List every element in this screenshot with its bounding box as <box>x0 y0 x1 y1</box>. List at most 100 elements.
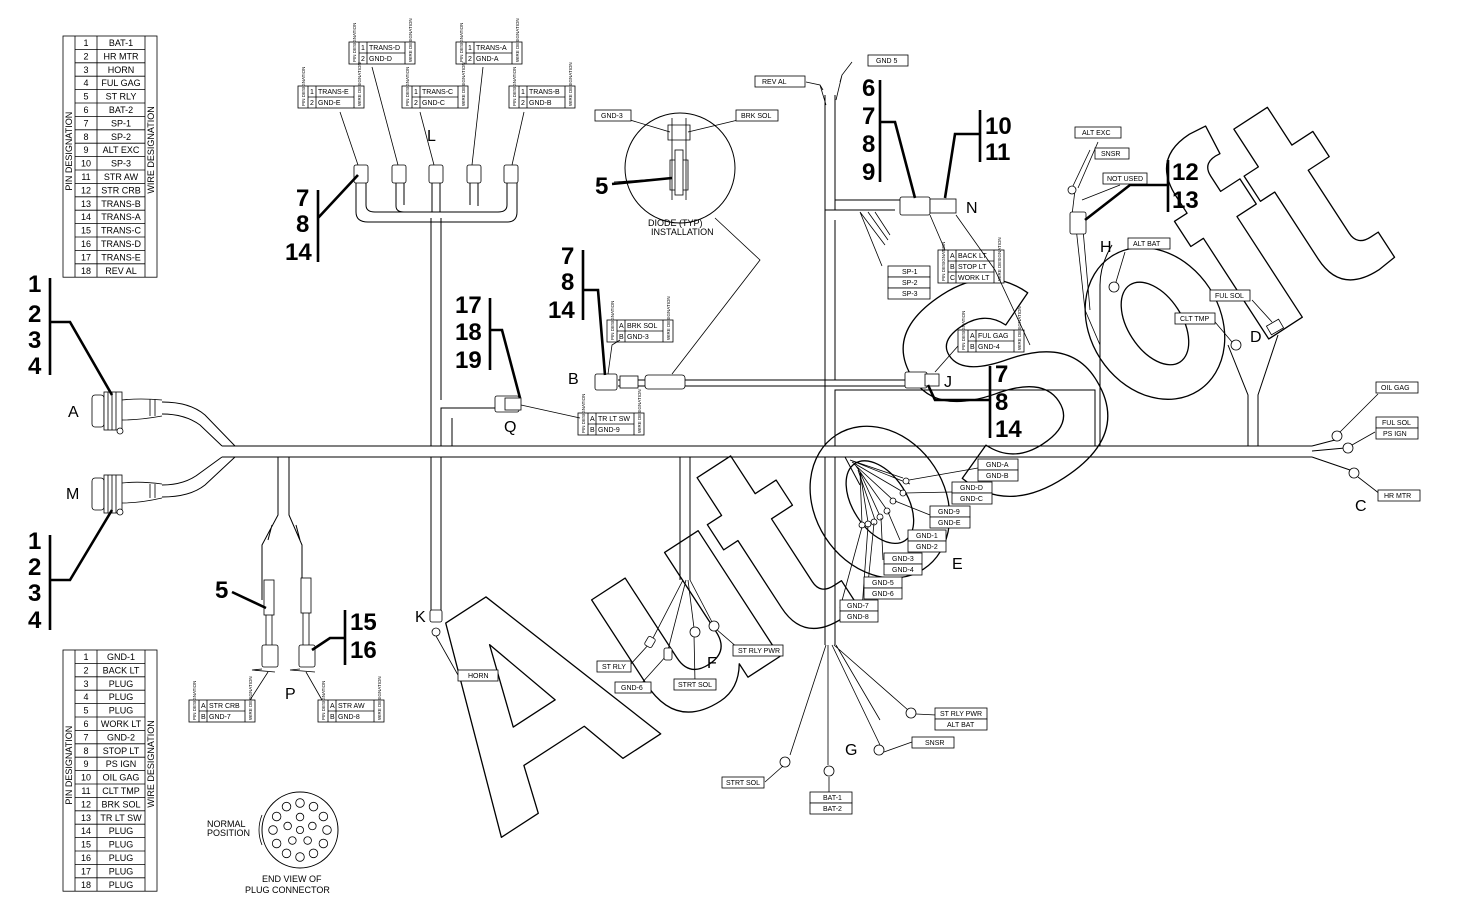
pin-table-top-wire-header: WIRE DESIGNATION <box>146 106 156 193</box>
connector-g-leads <box>789 644 909 765</box>
diode-caption-line1: DIODE (TYP) <box>648 218 703 228</box>
plug-pin-outer <box>271 838 282 849</box>
wire-label-strt-sol-g: STRT SOL <box>726 780 760 787</box>
wire-label-ful-sol-c: FUL SOL <box>1382 420 1411 427</box>
wire-label-e-gnd-d: GND-D <box>960 485 983 492</box>
callout-q-19: 19 <box>455 347 482 374</box>
wire-label-strt-sol-f: STRT SOL <box>678 682 712 689</box>
bat-2-tag <box>809 802 853 815</box>
callout-bracket-n-10 <box>943 110 982 199</box>
st-rly-tag <box>596 660 632 673</box>
connector-a-screw <box>116 427 124 435</box>
connector-n-body <box>899 196 931 216</box>
wire-label-e-gnd-c: GND-C <box>960 496 983 503</box>
mini-table-trans-d-pin-1: 1 <box>361 45 365 52</box>
plug-pin-outer <box>295 852 305 862</box>
mini-table-trans-a-pin-1: 1 <box>468 45 472 52</box>
mini-table-p-right-wire-2: GND-8 <box>338 714 360 721</box>
mini-table-trans-d-pin-2: 2 <box>361 56 365 63</box>
connector-k-body <box>429 609 443 623</box>
plug-pin-outer <box>318 811 329 822</box>
plug-end-view-outer <box>261 791 339 869</box>
mini-table-p-left-wire-label: WIRE DESIGNATION <box>248 676 253 720</box>
pin-table-top-wire-15: TRANS-C <box>101 226 141 236</box>
pin-table-top-pin-2: 2 <box>83 51 88 61</box>
mini-table-trans-c-pin-label: PIN DESIGNATION <box>405 67 410 106</box>
mini-table-trans-c-pin-2: 2 <box>414 100 418 107</box>
trunk-g <box>824 457 836 645</box>
harness-trunks <box>161 95 1351 645</box>
pin-table-bottom-wire-11: CLT TMP <box>102 786 140 796</box>
pin-table-bottom-pin-4: 4 <box>83 692 88 702</box>
watermark-letter-o2-inner <box>1120 281 1190 366</box>
connector-b-diode <box>644 374 686 390</box>
rev-al-leads <box>805 61 853 106</box>
mini-table-q-wire-label: WIRE DESIGNATION <box>637 389 642 433</box>
pin-table-top-wire-3: HORN <box>108 65 135 75</box>
alt-bat-g-tag <box>934 718 988 731</box>
connector-d-ful-sol <box>1265 318 1285 336</box>
connector-letter-h: H <box>1100 239 1112 256</box>
plug-pin-inner <box>308 821 317 831</box>
pin-table-top-pin-5: 5 <box>83 92 88 102</box>
pin-table-bottom-pin-13: 13 <box>81 813 91 823</box>
brk-sol-diode-tag <box>735 109 779 122</box>
pin-table-bottom-wire-2: BACK LT <box>103 665 140 675</box>
connector-m <box>91 474 163 516</box>
pin-table-bottom-pin-12: 12 <box>81 799 91 809</box>
callout-p-5: 5 <box>215 577 228 604</box>
connector-m-body <box>91 477 105 511</box>
pin-table-bottom-pin-9: 9 <box>83 759 88 769</box>
pin-table-bottom-wire-3: PLUG <box>109 679 134 689</box>
e-gnd-8-tag <box>839 610 879 623</box>
connector-letter-j: J <box>944 374 952 391</box>
watermark-letter-f <box>1165 125 1303 340</box>
connector-m-ribs <box>107 475 163 513</box>
pin-table-top-pin-1: 1 <box>83 38 88 48</box>
strt-sol-g-tag <box>721 776 765 789</box>
callout-bracket-m <box>48 509 114 630</box>
pin-table-bottom-wire-12: BRK SOL <box>101 799 140 809</box>
connector-letter-l: L <box>427 128 436 145</box>
f-st-rly-terminal <box>644 636 656 648</box>
connector-n-leader <box>929 214 1031 346</box>
callout-m-3: 3 <box>28 580 41 607</box>
pin-table-top-wire-11: STR AW <box>104 172 139 182</box>
callout-bracket-j <box>926 366 992 438</box>
p-right-sleeve <box>300 577 312 614</box>
normal-position-line1: NORMAL <box>207 819 246 829</box>
connector-a <box>91 391 163 435</box>
wire-label-st-rly-pwr-f: ST RLY PWR <box>738 648 780 655</box>
mini-table-p-right-pin-1: A <box>330 703 335 710</box>
callout-p-15: 15 <box>350 609 377 636</box>
mini-table-trans-a-wire-2: GND-A <box>476 56 499 63</box>
callout-bracket-p <box>311 610 347 665</box>
connector-e <box>839 459 979 611</box>
connector-h-ring <box>1108 281 1120 293</box>
connector-g-leaders <box>764 713 937 792</box>
mini-table-j-wire-label: WIRE DESIGNATION <box>1017 306 1022 350</box>
plug-pin-inner <box>288 836 297 845</box>
pin-table-bottom-wire-8: STOP LT <box>103 746 140 756</box>
pin-table-top-pin-header: PIN DESIGNATION <box>64 112 74 191</box>
pin-table-bottom-wire-10: OIL GAG <box>103 773 140 783</box>
trunk-left-cap <box>222 445 245 458</box>
wire-label-clt-tmp: CLT TMP <box>1180 316 1210 323</box>
connector-f-leads <box>629 579 739 686</box>
callout-m-4: 4 <box>28 607 42 634</box>
connector-n-plug <box>929 198 957 214</box>
main-trunk <box>245 445 1312 458</box>
callout-diode-5-leader <box>611 176 673 186</box>
mini-table-trans-d-wire-2: GND-D <box>369 56 392 63</box>
watermark-letter-a <box>445 596 662 838</box>
alt-exc-tag <box>1074 126 1122 139</box>
connector-h <box>1067 141 1126 346</box>
mini-table-trans-b-pin-2: 2 <box>521 100 525 107</box>
watermark-letter-o <box>809 425 951 579</box>
connector-p <box>249 577 323 701</box>
wire-label-e-gnd-e: GND-E <box>938 520 961 527</box>
pin-table-bottom-pin-18: 18 <box>81 880 91 890</box>
callout-diode-5: 5 <box>595 173 608 200</box>
